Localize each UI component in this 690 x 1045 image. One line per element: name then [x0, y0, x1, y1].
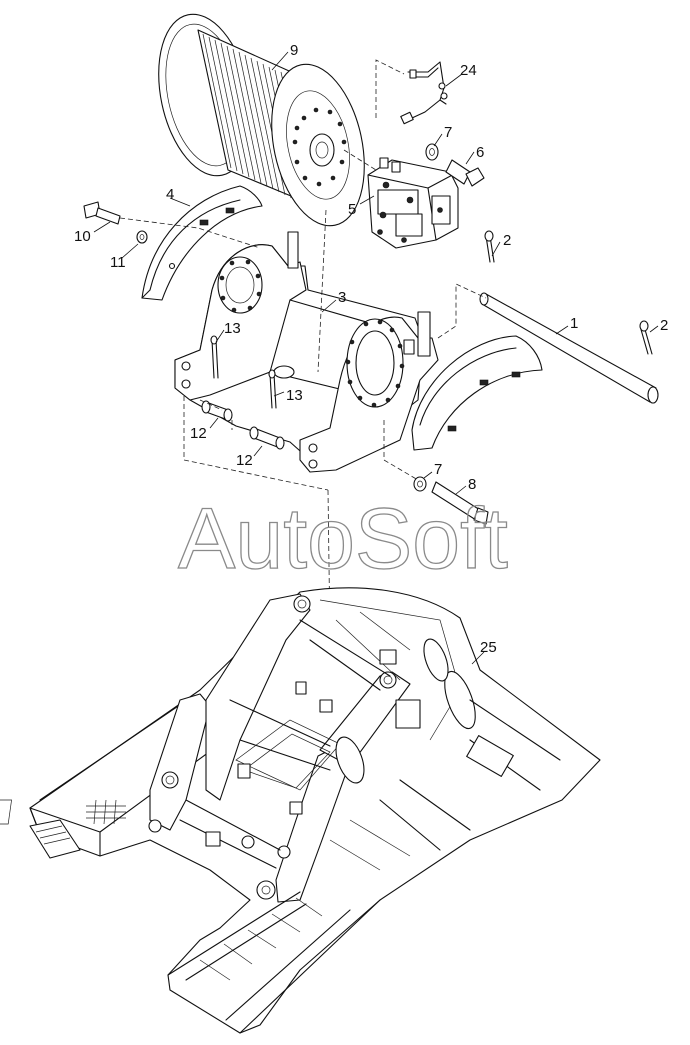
- right-cover-guard: [411, 335, 543, 451]
- cotter-pin-2-top: [484, 230, 495, 263]
- callout-25: 25: [480, 639, 497, 656]
- pin-12-right: [249, 426, 285, 450]
- washer-bottom: [413, 476, 427, 492]
- watermark: AutoSoft: [178, 491, 508, 587]
- callout-2-top: 2: [503, 232, 511, 249]
- callout-12-left: 12: [190, 425, 207, 442]
- truck-chassis: [0, 587, 601, 1034]
- callout-6: 6: [476, 144, 484, 161]
- cotter-pin-2-right: [639, 320, 653, 355]
- callout-11: 11: [110, 254, 126, 271]
- winch-bracket-frame: [174, 231, 439, 473]
- callout-12-right: 12: [236, 452, 253, 469]
- callout-7-bottom: 7: [434, 461, 442, 478]
- pin-bolt: [83, 201, 121, 225]
- callout-9: 9: [290, 42, 298, 59]
- callout-10: 10: [74, 228, 91, 245]
- washer-left: [136, 230, 148, 244]
- callout-2-right: 2: [660, 317, 668, 334]
- callout-4: 4: [166, 186, 174, 203]
- callout-13-right: 13: [286, 387, 303, 404]
- mounting-bolt: [445, 159, 485, 187]
- assembly-guide-lines: [119, 59, 487, 641]
- cotter-pin-13-right: [268, 369, 277, 409]
- callout-8: 8: [468, 476, 476, 493]
- callout-labels: 9 24 7 6 5 4 10 11 2 3 1 2 13 13 12 12 7…: [74, 42, 668, 656]
- hose-fitting: [400, 61, 448, 125]
- hydraulic-motor: [367, 157, 459, 249]
- callout-7-top: 7: [444, 124, 452, 141]
- bolt-8: [431, 481, 489, 525]
- washer-top: [425, 143, 439, 161]
- callout-24: 24: [460, 62, 477, 79]
- callout-13-left: 13: [224, 320, 241, 337]
- leader-lines: [93, 51, 659, 665]
- callout-5: 5: [348, 201, 356, 218]
- callout-3: 3: [338, 289, 346, 306]
- cotter-pin-13-left: [210, 335, 219, 379]
- callout-1: 1: [570, 315, 578, 332]
- left-cover-guard: [141, 185, 263, 301]
- winch-drum: [158, 13, 365, 227]
